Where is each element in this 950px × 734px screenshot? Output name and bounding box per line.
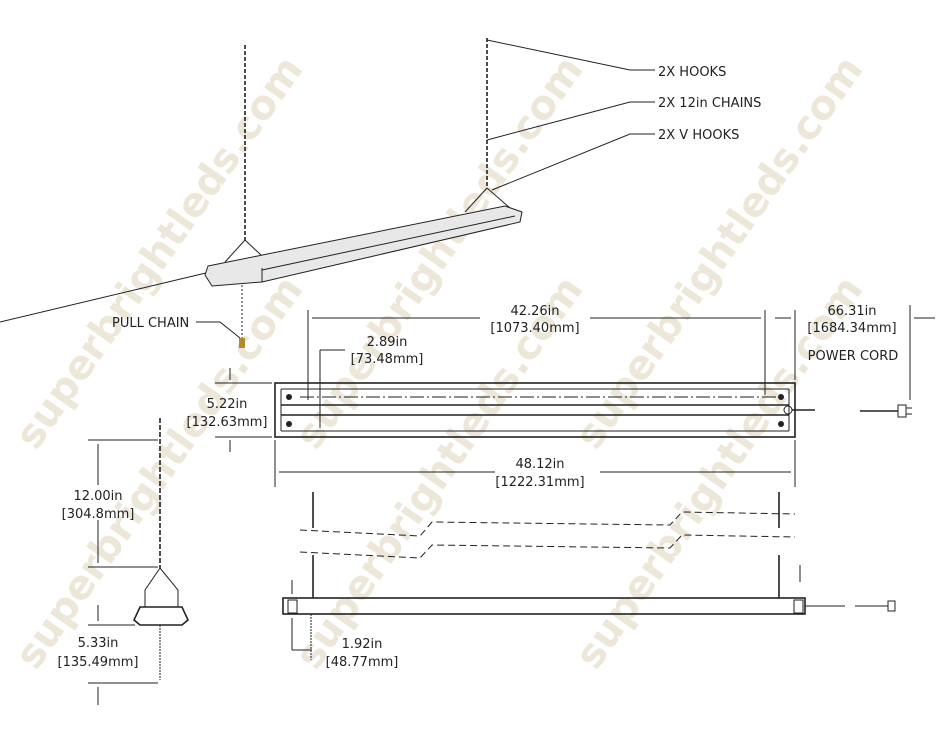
v-hook-left	[224, 239, 263, 263]
pull-chain-leader	[196, 321, 241, 339]
watermark-text: superbrightleds.com	[6, 48, 312, 457]
chain-length-mm: [304.8mm]	[62, 507, 135, 522]
plug-icon	[897, 404, 907, 418]
end-view-v-hook	[144, 567, 179, 608]
watermark: superbrightleds.com superbrightleds.com …	[6, 48, 872, 677]
chains-leader	[486, 101, 655, 141]
chains-label: 2X 12in CHAINS	[658, 96, 761, 111]
top-view-dimensions: 42.26in [1073.40mm] 66.31in [1684.34mm] …	[187, 304, 935, 490]
side-plug-icon	[887, 600, 896, 612]
chain-length-in: 12.00in	[73, 489, 122, 504]
mount-spacing-in: 42.26in	[510, 304, 559, 319]
hooks-label: 2X HOOKS	[658, 65, 726, 80]
cord-length-in: 66.31in	[827, 304, 876, 319]
power-cord	[0, 271, 211, 323]
power-cord-label: POWER CORD	[808, 349, 899, 364]
hooks-leader	[486, 39, 655, 71]
end-offset-in: 2.89in	[367, 335, 408, 350]
ceiling-line-lower	[299, 534, 796, 559]
pull-chain-length-mm: [135.49mm]	[58, 655, 139, 670]
width-in: 5.22in	[207, 397, 248, 412]
length-in: 48.12in	[515, 457, 564, 472]
perspective-fixture	[0, 38, 523, 348]
fixture-edge	[261, 215, 516, 282]
v-hook-right	[464, 187, 511, 213]
v-hooks-label: 2X V HOOKS	[658, 128, 739, 143]
end-view: 12.00in [304.8mm] 5.33in [135.49mm]	[58, 418, 189, 705]
pull-chain-knob	[239, 338, 245, 348]
mount-spacing-mm: [1073.40mm]	[490, 321, 579, 336]
ceiling-line-upper	[299, 511, 796, 537]
side-view: 1.92in [48.77mm]	[282, 492, 896, 670]
end-view-body	[133, 606, 189, 626]
pull-chain-label: PULL CHAIN	[112, 316, 189, 331]
top-view	[274, 382, 912, 438]
fixture-body	[204, 205, 523, 287]
v-hooks-leader	[491, 133, 655, 191]
height-in: 1.92in	[342, 637, 383, 652]
pull-chain-length-in: 5.33in	[78, 636, 119, 651]
end-offset-mm: [73.48mm]	[351, 352, 424, 367]
cord-length-mm: [1684.34mm]	[807, 321, 896, 336]
height-mm: [48.77mm]	[326, 655, 399, 670]
width-mm: [132.63mm]	[187, 415, 268, 430]
length-mm: [1222.31mm]	[495, 475, 584, 490]
